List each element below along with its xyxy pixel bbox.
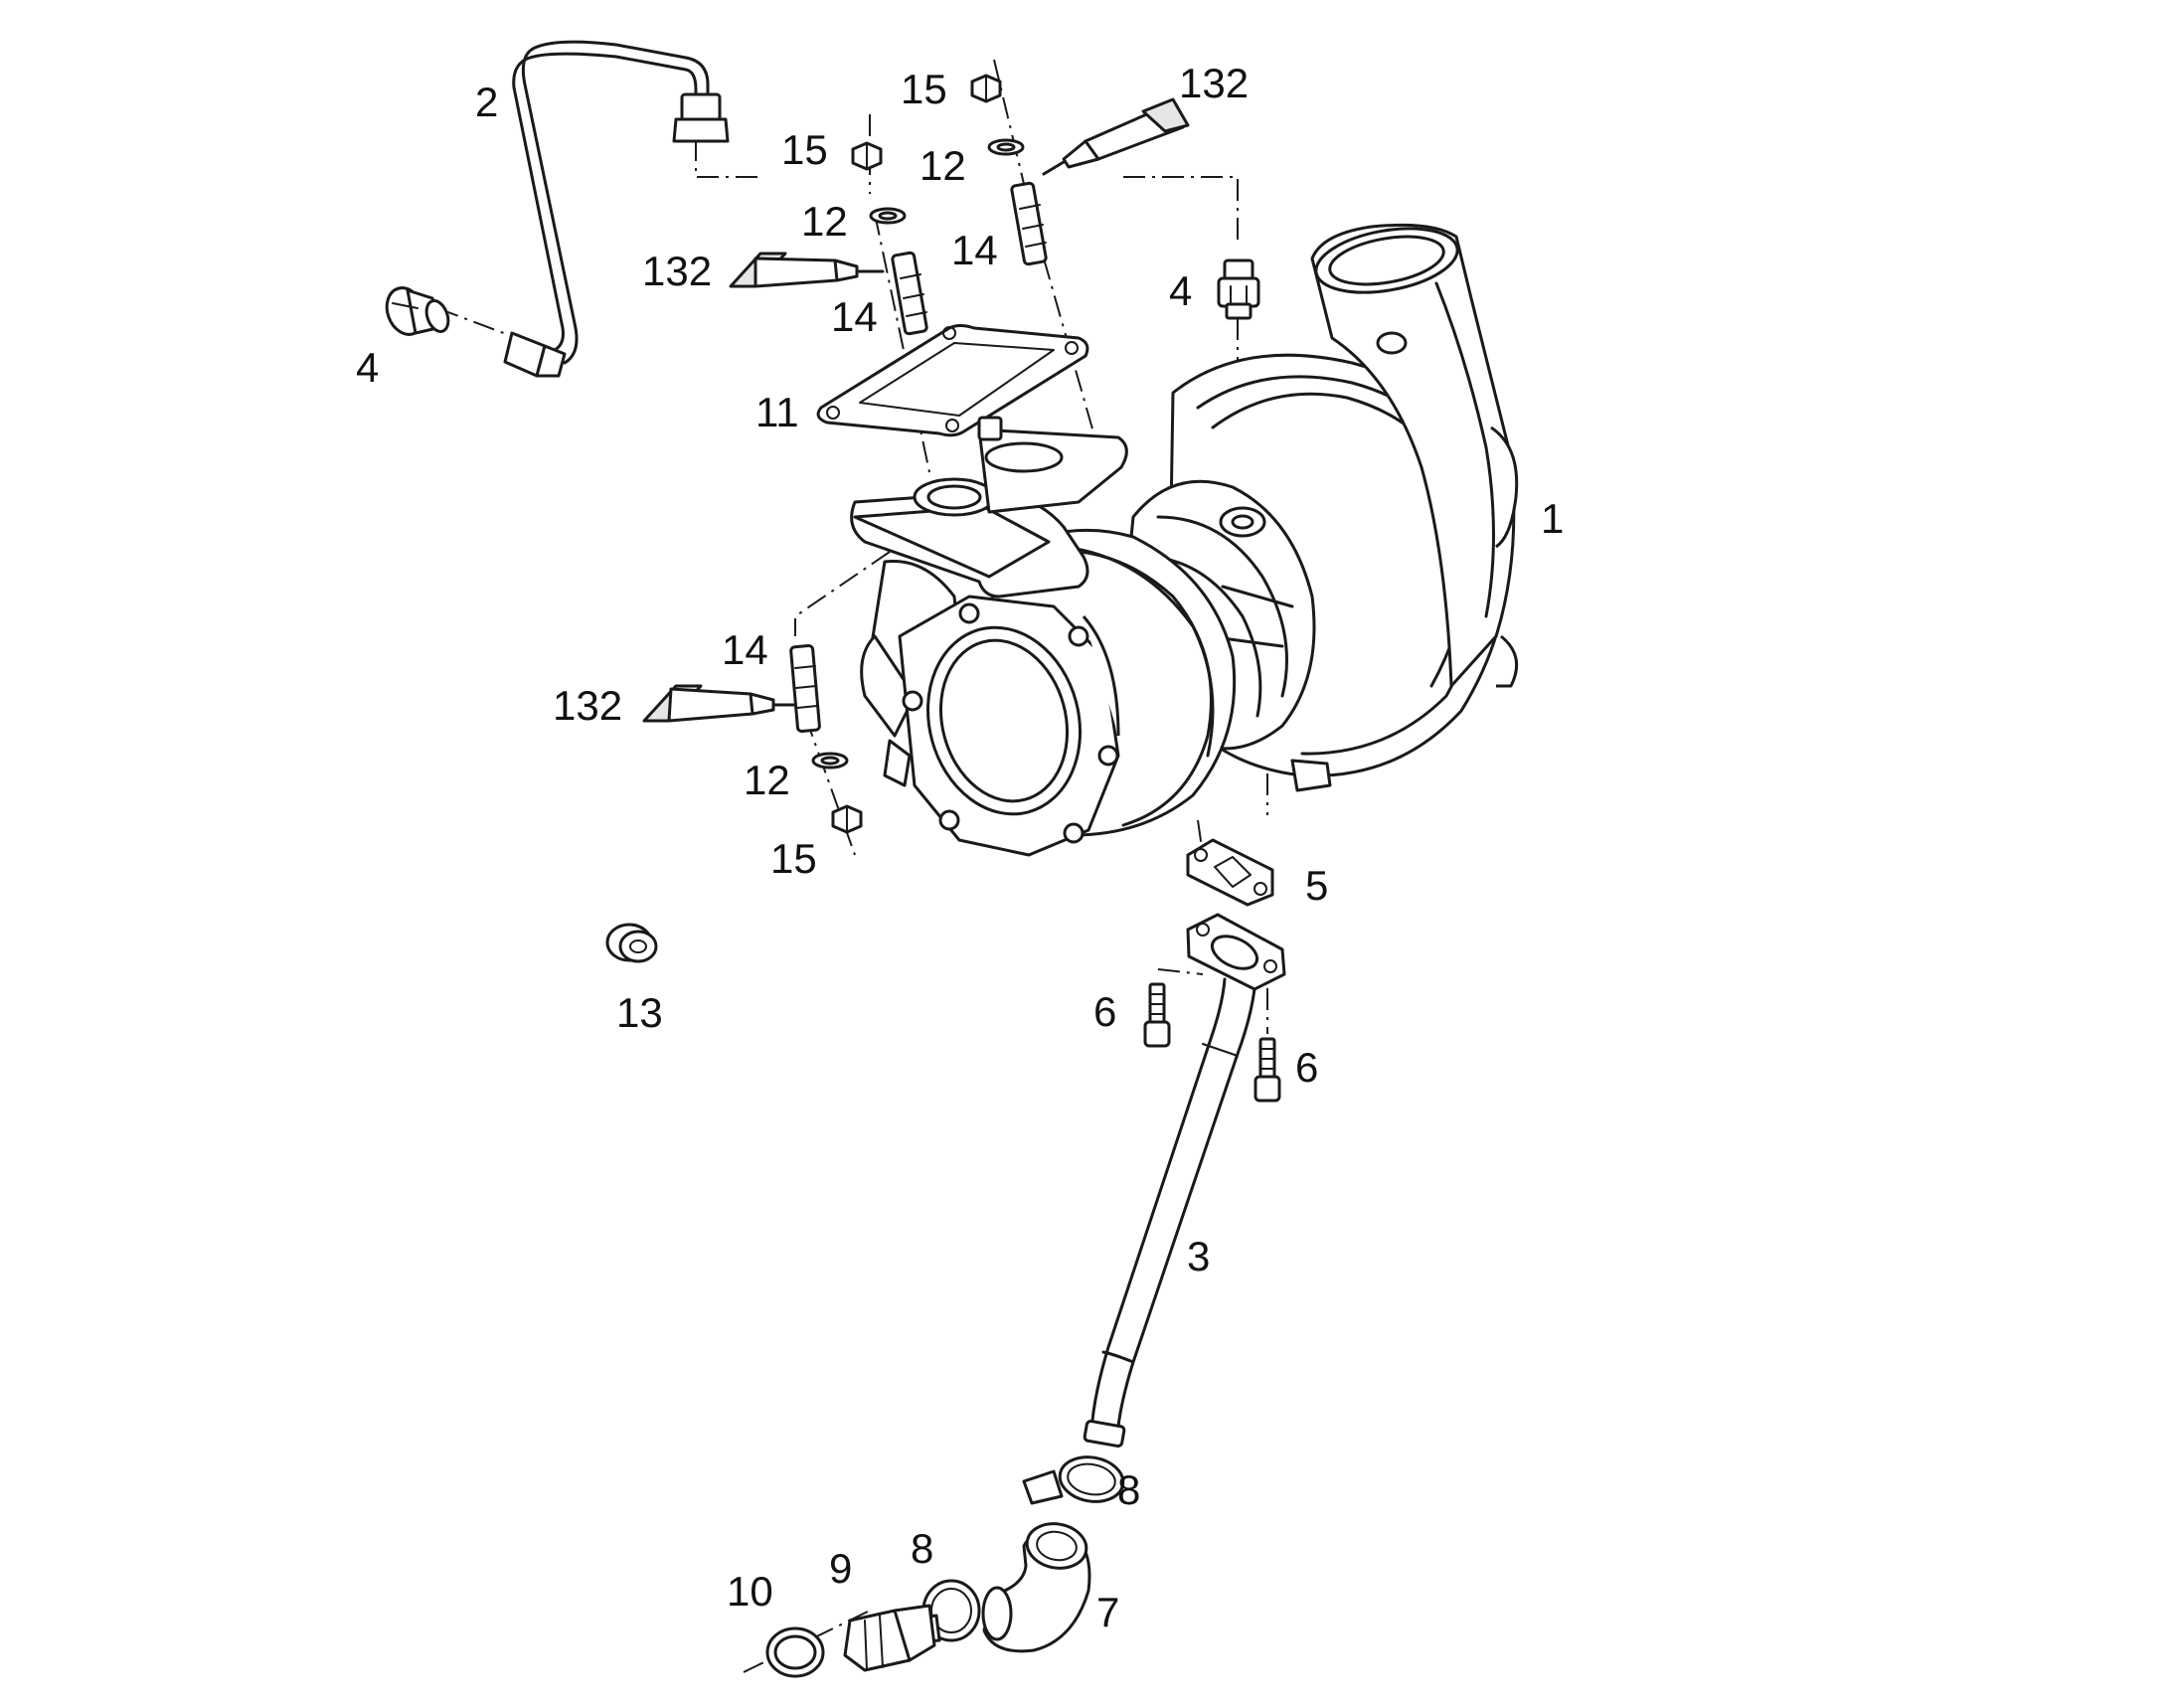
- callout-12-left: 12: [744, 757, 790, 803]
- callout-15-left: 15: [770, 835, 817, 882]
- callout-14-top-right: 14: [951, 227, 998, 273]
- callout-3: 3: [1187, 1233, 1210, 1280]
- washers: [811, 138, 1025, 769]
- callout-4-left: 4: [356, 344, 379, 391]
- elbow-hose: [981, 1522, 1091, 1653]
- callout-6-right: 6: [1295, 1044, 1318, 1091]
- callout-12-top-right: 12: [919, 142, 966, 189]
- callout-2: 2: [475, 79, 498, 125]
- callout-132-top-right: 132: [1179, 60, 1249, 106]
- callout-9: 9: [829, 1545, 852, 1592]
- callout-14-top-left: 14: [831, 293, 878, 340]
- callouts: 1 2 3 4 4 5 6 6 7 8 8 9 10 11 12 12 12 1…: [356, 60, 1564, 1635]
- callout-15-top-right: 15: [901, 66, 947, 112]
- bolt-left: [1143, 982, 1171, 1048]
- callout-6-left: 6: [1093, 988, 1116, 1035]
- stud-top-left: [891, 251, 928, 336]
- drain-gasket: [1186, 838, 1274, 907]
- callout-132-left: 132: [553, 682, 622, 729]
- sealant-tube-left: [642, 684, 802, 723]
- callout-7: 7: [1096, 1589, 1119, 1635]
- callout-1: 1: [1541, 495, 1564, 542]
- turbocharger-assembly: [850, 223, 1519, 857]
- hose-clamp-upper: [1022, 1455, 1125, 1505]
- bolt-right: [1254, 1037, 1281, 1103]
- drain-adapter: [843, 1604, 936, 1672]
- callout-132-top-left: 132: [642, 248, 712, 294]
- callout-8-lower: 8: [911, 1525, 933, 1572]
- turbine-gasket: [816, 324, 1089, 437]
- callout-11: 11: [755, 389, 799, 435]
- callout-12-top-left: 12: [801, 198, 848, 245]
- nuts: [831, 74, 1002, 834]
- oil-drain-pipe: [1083, 913, 1286, 1449]
- left-fitting: [385, 286, 450, 336]
- stud-left: [789, 644, 821, 733]
- o-ring: [765, 1626, 825, 1678]
- oil-feed-pipe: [503, 40, 730, 378]
- callout-13: 13: [616, 989, 663, 1036]
- sealant-tube-top-left: [729, 252, 885, 288]
- right-fitting: [1217, 258, 1260, 320]
- sealant-tube-top-right: [1042, 97, 1190, 176]
- plug: [605, 923, 658, 963]
- callout-8-upper: 8: [1117, 1466, 1140, 1513]
- callout-14-left: 14: [722, 626, 768, 673]
- callout-10: 10: [727, 1568, 773, 1615]
- callout-4-right: 4: [1169, 267, 1192, 314]
- callout-5: 5: [1305, 862, 1328, 909]
- callout-15-top-left: 15: [781, 126, 828, 173]
- stud-top-right: [1010, 181, 1048, 266]
